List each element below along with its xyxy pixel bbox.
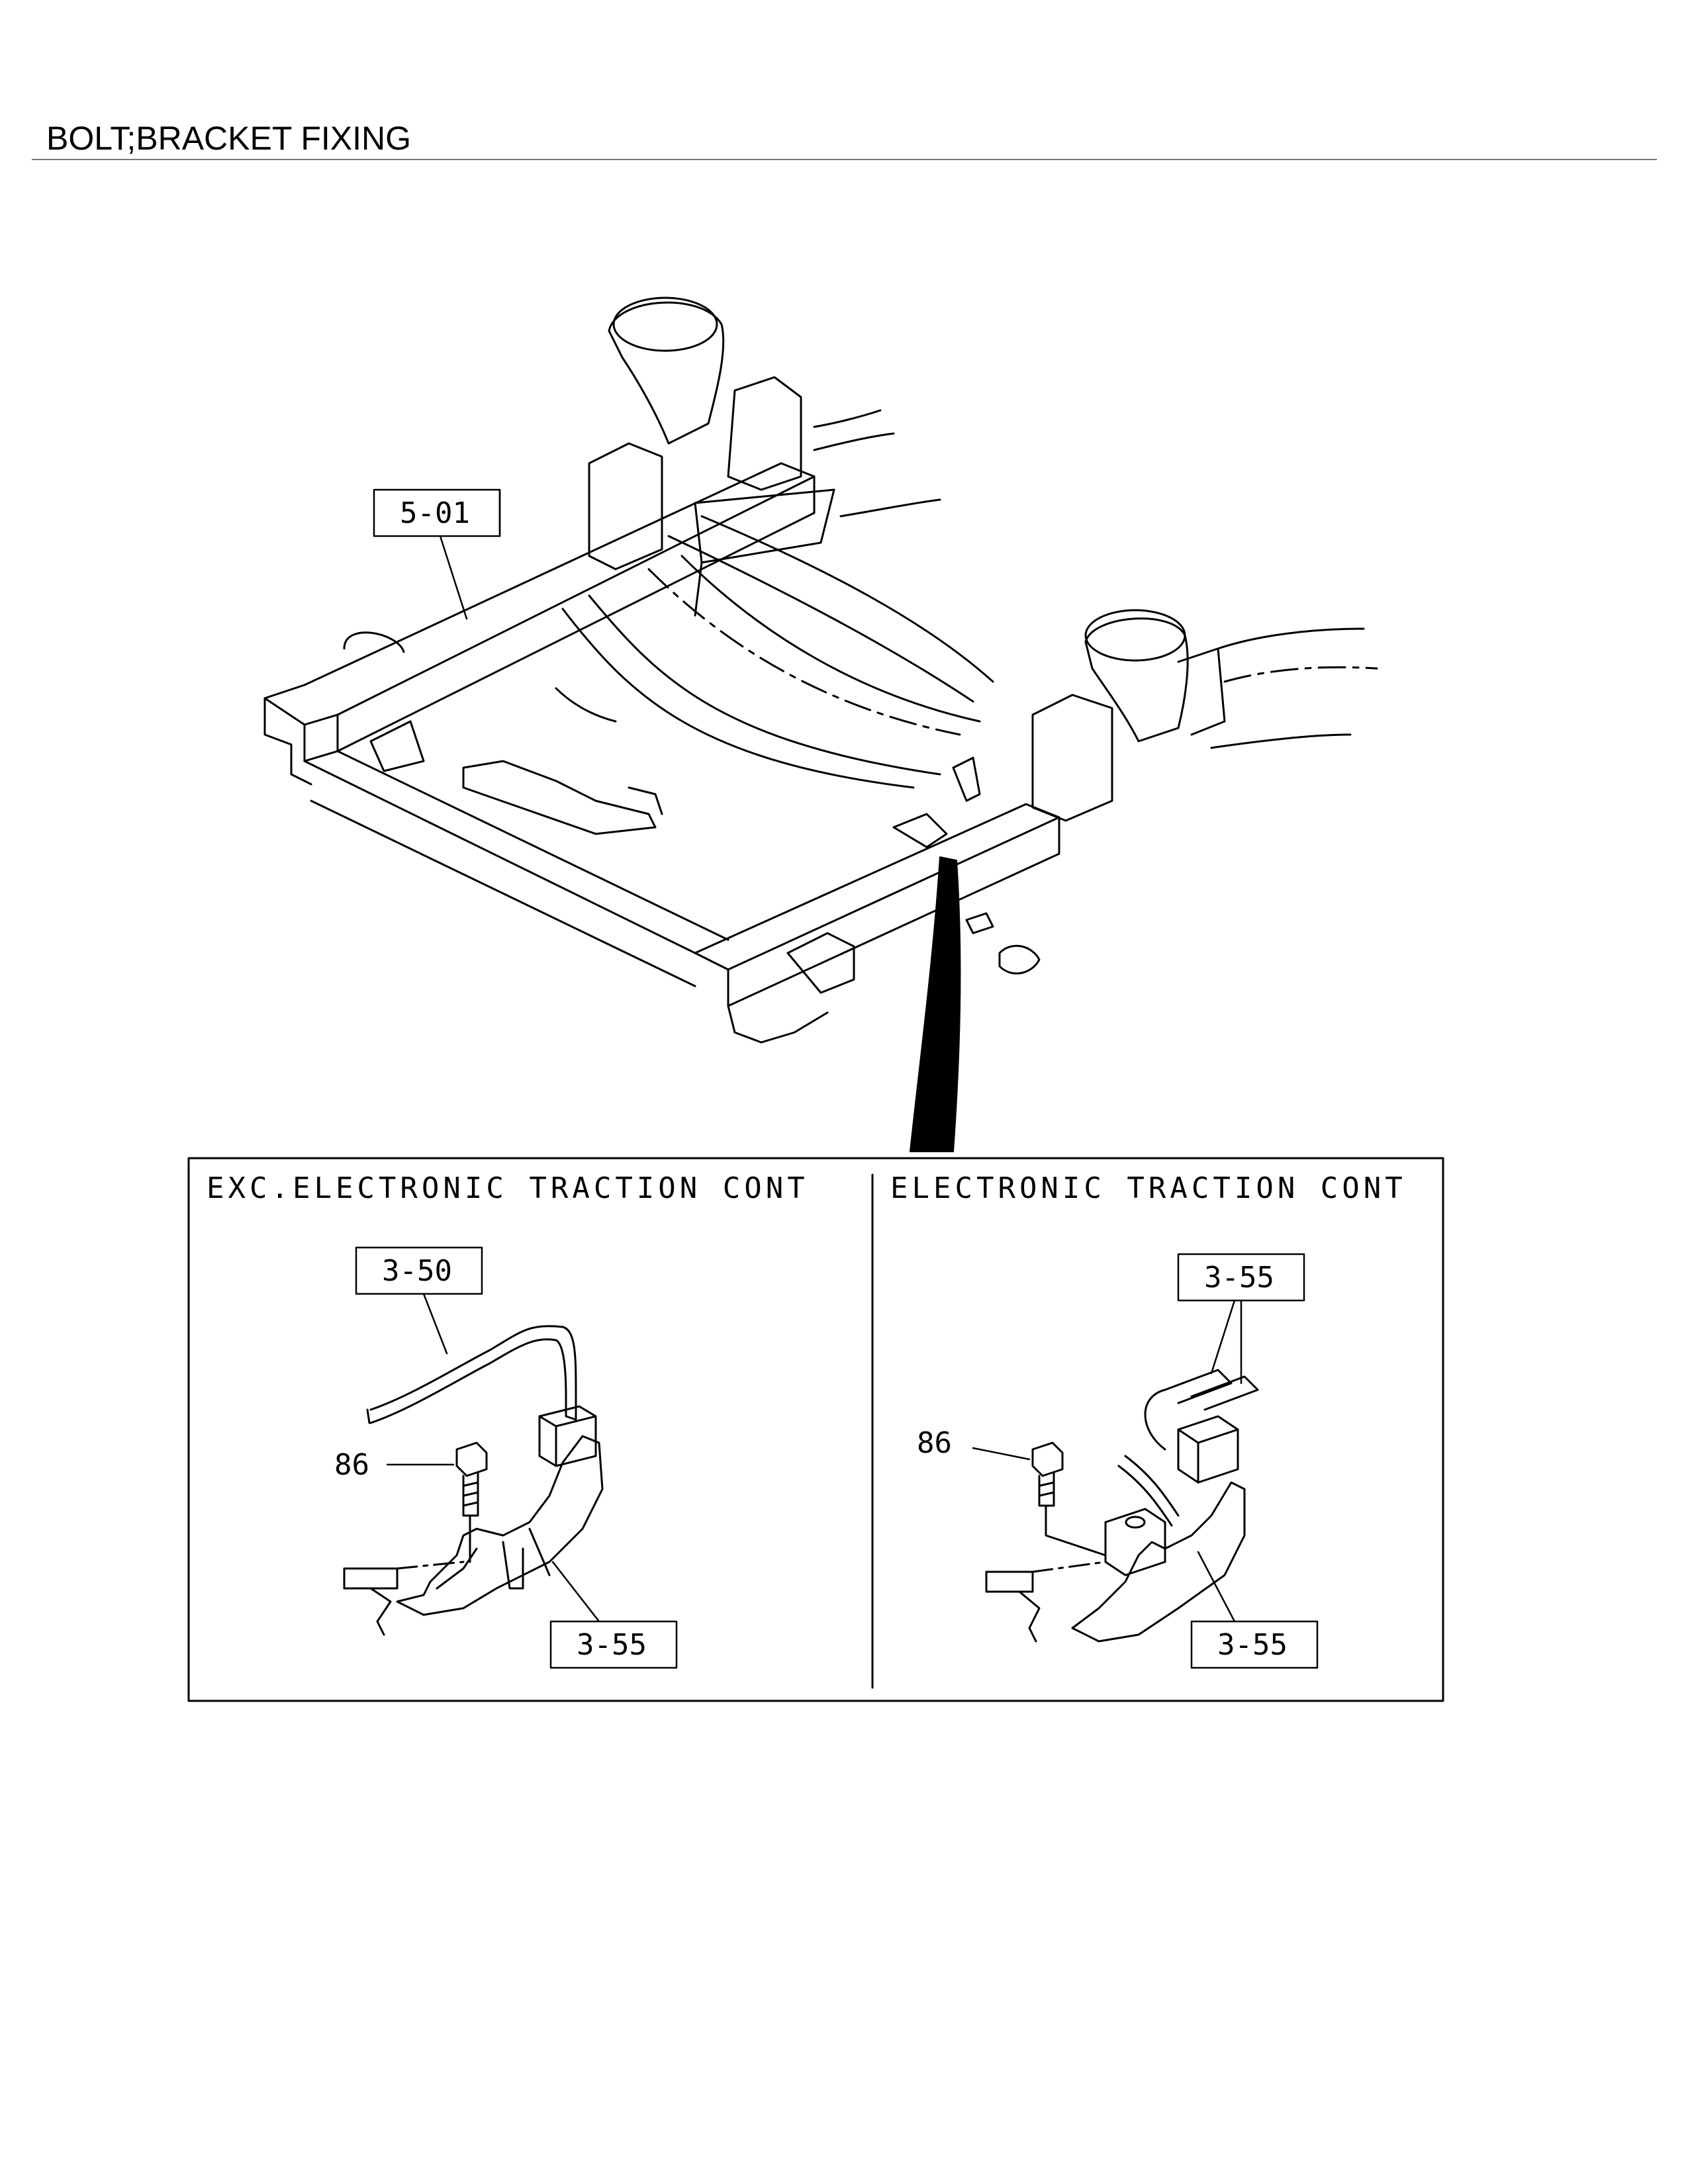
detail-box bbox=[187, 1157, 1444, 1702]
callout-5-01 bbox=[373, 488, 501, 620]
detail-header-left: EXC.ELECTRONIC TRACTION CONT bbox=[207, 1171, 809, 1205]
page-title: BOLT;BRACKET FIXING bbox=[46, 120, 412, 157]
callout-label-right-bracket: 3-55 bbox=[1217, 1628, 1288, 1662]
title-divider bbox=[32, 159, 1657, 160]
callout-right-3-55-bottom bbox=[1190, 1551, 1319, 1669]
callout-right-3-55-top bbox=[1177, 1253, 1305, 1385]
callout-right-86-leader bbox=[972, 1447, 1031, 1461]
left-detail-drawing bbox=[343, 1325, 604, 1636]
frame-assembly bbox=[263, 296, 1378, 1044]
callout-label-left-bolt: 86 bbox=[334, 1448, 369, 1482]
callout-label-frame: 5-01 bbox=[400, 496, 470, 530]
right-detail-drawing bbox=[985, 1369, 1259, 1643]
callout-left-3-50 bbox=[355, 1246, 483, 1355]
callout-label-left-hose: 3-50 bbox=[382, 1254, 452, 1288]
detail-header-right: ELECTRONIC TRACTION CONT bbox=[890, 1171, 1407, 1205]
detail-pointer bbox=[910, 856, 961, 1152]
callout-label-left-bracket: 3-55 bbox=[577, 1628, 647, 1662]
callout-label-right-bolt: 86 bbox=[917, 1426, 952, 1460]
callout-label-right-hose: 3-55 bbox=[1204, 1261, 1274, 1295]
callout-left-3-55 bbox=[549, 1561, 678, 1669]
